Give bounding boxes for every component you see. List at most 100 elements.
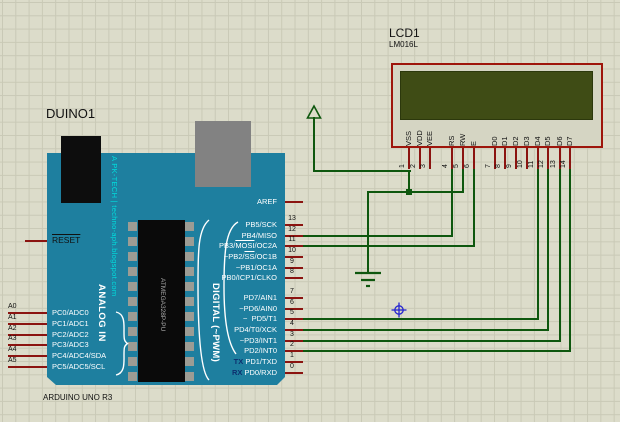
analog-pin-number-A2: A2: [8, 325, 17, 332]
wire-ground-vertical[interactable]: [367, 191, 369, 274]
wire-power-to-vss[interactable]: [313, 170, 411, 172]
digital-pin-stub-2[interactable]: [285, 350, 303, 352]
wire-d6-horizontal[interactable]: [303, 340, 561, 342]
wire-d4-vertical[interactable]: [537, 168, 539, 320]
lcd-pin-stub-d6[interactable]: [559, 148, 561, 169]
lcd-pin-stub-e[interactable]: [473, 148, 475, 169]
chip-pad-left: [128, 372, 137, 381]
chip-pad-right: [185, 282, 194, 291]
digital-pin-number-1: 1: [290, 352, 294, 359]
lcd-pin-stub-vss[interactable]: [408, 148, 410, 169]
wire-d5-horizontal[interactable]: [303, 329, 549, 331]
lcd-pin-number-10: 10: [517, 160, 524, 168]
digital-pin-label-3: ~PD3/INT1: [239, 336, 277, 345]
digital-pin-number-8: 8: [290, 268, 294, 275]
wire-ground-rail[interactable]: [367, 191, 464, 193]
analog-pin-number-A0: A0: [8, 303, 17, 310]
digital-pin-stub-5[interactable]: [285, 318, 303, 320]
analog-pin-number-A1: A1: [8, 314, 17, 321]
reset-pin-label: RESET: [52, 235, 81, 245]
wire-vss-to-ground-rail[interactable]: [408, 170, 410, 193]
digital-pin-number-0: 0: [290, 363, 294, 370]
chip-pad-left: [128, 237, 137, 246]
digital-pin-stub-12[interactable]: [285, 235, 303, 237]
lcd-pin-number-12: 12: [538, 160, 545, 168]
chip-pad-left: [128, 342, 137, 351]
digital-pin-number-7: 7: [290, 288, 294, 295]
analog-pin-label-A2: PC2/ADC2: [52, 330, 89, 339]
chip-pad-left: [128, 252, 137, 261]
lcd-reference-label[interactable]: LCD1: [389, 26, 420, 40]
lcd-pin-number-6: 6: [464, 164, 471, 168]
arduino-reference-label[interactable]: DUINO1: [46, 106, 96, 121]
lcd-pin-stub-rs[interactable]: [451, 148, 453, 169]
lcd-pin-stub-rw[interactable]: [462, 148, 464, 169]
chip-pad-right: [185, 252, 194, 261]
lcd-pin-stub-vee[interactable]: [429, 148, 431, 169]
digital-pin-stub-7[interactable]: [285, 297, 303, 299]
chip-pad-right: [185, 222, 194, 231]
wire-power-vertical[interactable]: [313, 117, 315, 172]
wire-d6-vertical[interactable]: [559, 168, 561, 342]
analog-pin-stub-A0[interactable]: [8, 312, 47, 314]
lcd-pin-stub-d4[interactable]: [537, 148, 539, 169]
lcd-pin-stub-d2[interactable]: [515, 148, 517, 169]
reset-pin-stub[interactable]: [25, 240, 47, 242]
digital-pin-stub-13[interactable]: [285, 224, 303, 226]
analog-pin-stub-A5[interactable]: [8, 366, 47, 368]
lcd-pin-stub-vdd[interactable]: [419, 148, 421, 169]
lcd-pin-stub-d5[interactable]: [547, 148, 549, 169]
origin-crosshair-icon: [391, 302, 407, 318]
analog-pin-label-A4: PC4/ADC4/SDA: [52, 351, 107, 360]
wire-rs-vertical[interactable]: [451, 168, 453, 237]
lcd-pin-stub-d0[interactable]: [494, 148, 496, 169]
analog-pin-stub-A1[interactable]: [8, 323, 47, 325]
digital-pin-stub-11[interactable]: [285, 245, 303, 247]
chip-pad-left: [128, 282, 137, 291]
analog-pin-stub-A2[interactable]: [8, 334, 47, 336]
digital-pin-label-4: PD4/T0/XCK: [234, 325, 277, 334]
digital-pin-stub-1[interactable]: [285, 361, 303, 363]
digital-pin-number-10: 10: [288, 247, 296, 254]
lcd-pin-stub-d7[interactable]: [569, 148, 571, 169]
lcd-pin-stub-d3[interactable]: [526, 148, 528, 169]
wire-d5-vertical[interactable]: [547, 168, 549, 331]
digital-pin-stub-8[interactable]: [285, 277, 303, 279]
analog-pin-label-A5: PC5/ADC5/SCL: [52, 362, 106, 371]
wire-rw-vertical[interactable]: [462, 168, 464, 193]
wire-e-horizontal[interactable]: [303, 245, 475, 247]
digital-pin-label-0: RX PD0/RXD: [231, 368, 277, 377]
digital-pin-stub-3[interactable]: [285, 340, 303, 342]
digital-pin-stub-6[interactable]: [285, 308, 303, 310]
wire-d4-horizontal[interactable]: [303, 318, 539, 320]
lcd-pin-stub-d1[interactable]: [504, 148, 506, 169]
lcd-value-label[interactable]: LM016L: [389, 40, 418, 49]
lcd-pin-number-1: 1: [399, 164, 406, 168]
lcd-pin-name-d7: D7: [565, 136, 574, 146]
analog-pin-stub-A4[interactable]: [8, 355, 47, 357]
analog-pin-label-A1: PC1/ADC1: [52, 319, 89, 328]
arduino-value-label[interactable]: ARDUINO UNO R3: [43, 393, 113, 402]
digital-pin-stub-4[interactable]: [285, 329, 303, 331]
wire-e-vertical[interactable]: [473, 168, 475, 247]
ground-terminal-icon[interactable]: [355, 271, 381, 288]
digital-pin-number-6: 6: [290, 299, 294, 306]
digital-pwm-header: DIGITAL (~PWM): [210, 283, 221, 363]
wire-rs-horizontal[interactable]: [303, 235, 453, 237]
wire-d7-horizontal[interactable]: [303, 350, 571, 352]
analog-pin-stub-A3[interactable]: [8, 344, 47, 346]
atmega328-chip[interactable]: [138, 220, 185, 382]
digital-pin-stub-aref[interactable]: [285, 201, 303, 203]
wire-d7-vertical[interactable]: [569, 168, 571, 352]
digital-pin-stub-9[interactable]: [285, 267, 303, 269]
digital-pin-stub-0[interactable]: [285, 372, 303, 374]
digital-pin-number-3: 3: [290, 331, 294, 338]
lcd-screen: [400, 71, 593, 120]
chip-pad-right: [185, 297, 194, 306]
digital-pin-stub-10[interactable]: [285, 256, 303, 258]
chip-pad-right: [185, 342, 194, 351]
digital-pin-number-9: 9: [290, 258, 294, 265]
analog-in-header: ANALOG IN: [96, 284, 107, 342]
serial-badge-tx: TX: [233, 357, 246, 366]
